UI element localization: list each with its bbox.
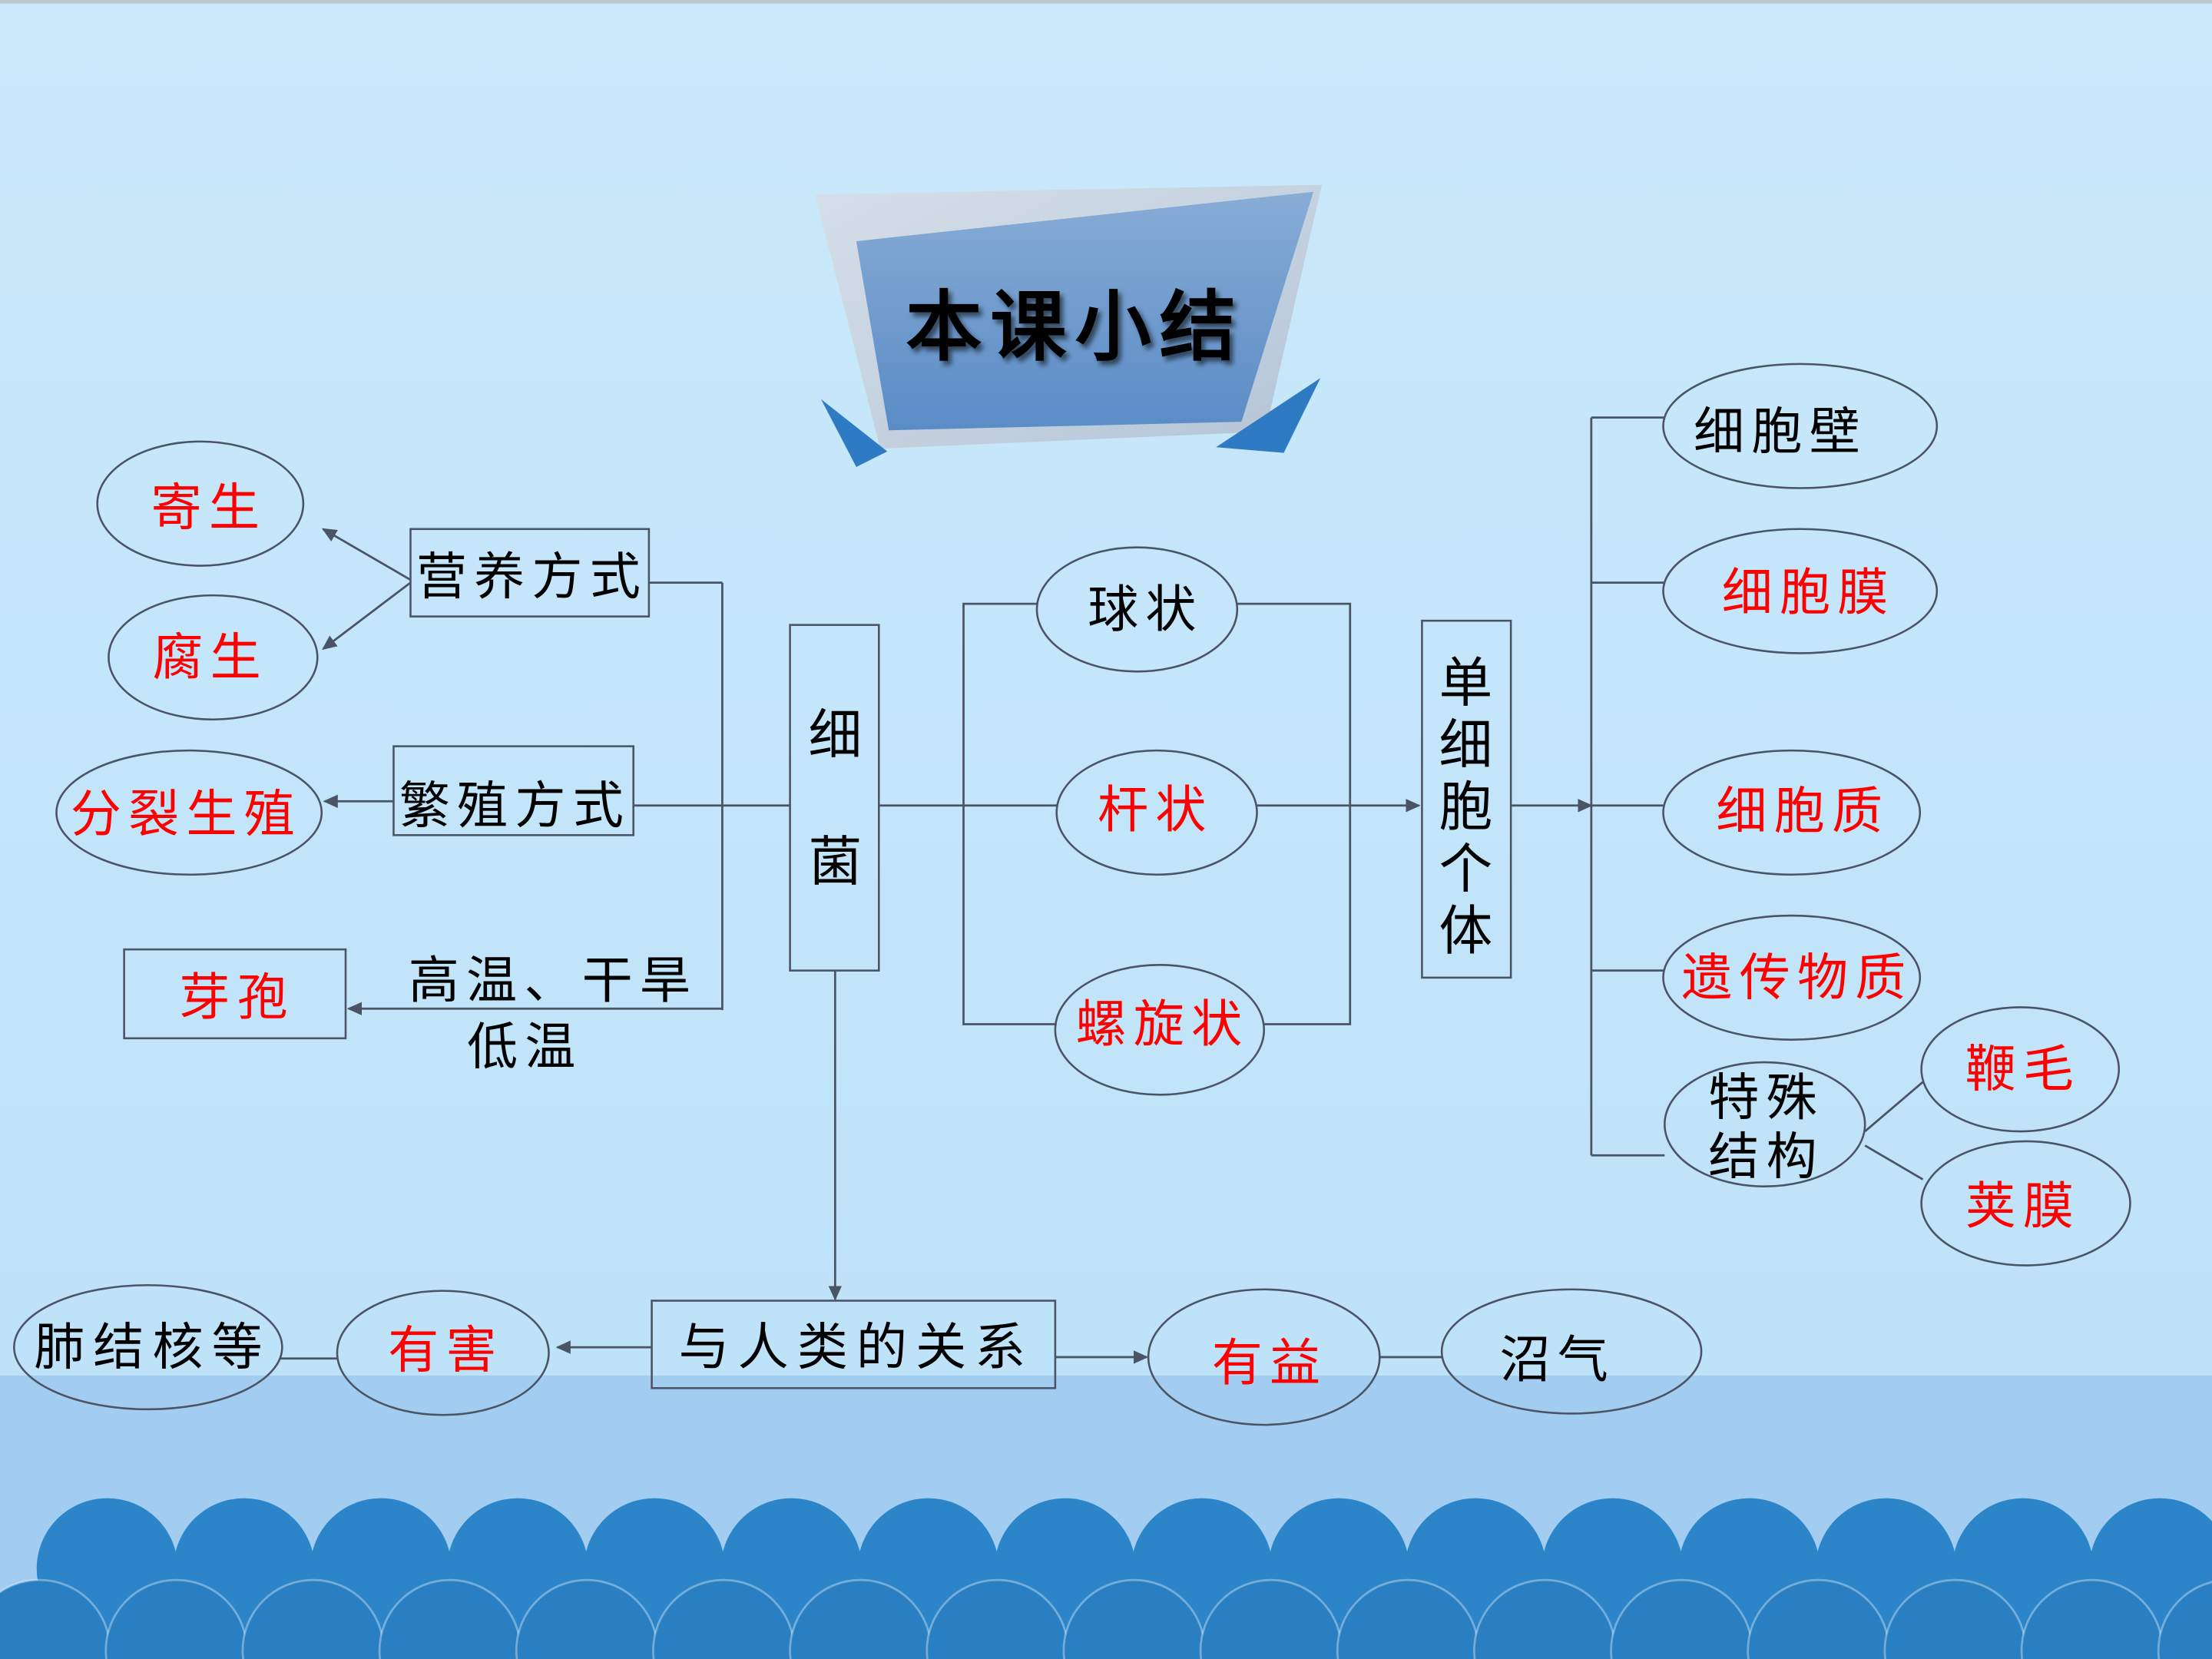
wave-row-bottom (0, 1578, 2212, 1659)
banner-corner-left (820, 399, 888, 467)
node-labels: 营养方式 寄生 腐生 繁殖方式 分裂生殖 高温、干旱 低温 芽孢 细菌 球状 杆… (34, 402, 2081, 1392)
genetic-material-ellipse (1662, 914, 1922, 1041)
cell-membrane-ellipse (1662, 528, 1939, 654)
reproduction-label: 繁殖方式 (399, 776, 631, 835)
spore-label: 芽孢 (179, 968, 295, 1027)
node-outlines (13, 363, 2131, 1426)
banner-front-shine (856, 191, 1313, 431)
slide-title: 本课小结 (906, 283, 1244, 372)
fission-label: 分裂生殖 (71, 784, 302, 843)
harmful-label: 有害 (388, 1320, 504, 1379)
arrow-nutrition-to-parasitic (321, 528, 412, 581)
flagellum-label: 鞭毛 (1965, 1040, 2081, 1099)
cell-wall-label: 细胞壁 (1694, 402, 1867, 462)
human-relation-label: 与人类的关系 (679, 1318, 1035, 1377)
bacteria-label: 细菌 (808, 704, 862, 892)
individual-box (1421, 619, 1512, 979)
cell-membrane-label: 细胞膜 (1722, 563, 1896, 622)
beneficial-example-label: 沼气 (1499, 1330, 1615, 1389)
bracket-shapes-right (1237, 602, 1352, 1025)
title-banner: 本课小结 (815, 184, 1323, 467)
beneficial-ellipse (1147, 1288, 1381, 1426)
connector-lines (280, 416, 1924, 1364)
harmful-example-ellipse (13, 1283, 283, 1411)
spirillum-ellipse (1054, 964, 1265, 1096)
individual-label: 单细胞个体 (1439, 651, 1492, 962)
bracket-shapes-left (962, 602, 1057, 1025)
spore-condition-line-1: 高温、干旱 (409, 951, 697, 1010)
nutrition-label: 营养方式 (416, 548, 647, 607)
vertical-label-char: 单 (1439, 651, 1492, 714)
capsule-ellipse (1920, 1140, 2131, 1267)
saprophytic-label: 腐生 (152, 628, 268, 687)
cytoplasm-ellipse (1662, 749, 1922, 876)
wave-circle (2157, 1581, 2212, 1659)
spore-condition-line-2: 低温 (467, 1017, 583, 1076)
coccus-label: 球状 (1088, 580, 1204, 639)
human-relation-box (651, 1300, 1057, 1389)
cell-wall-ellipse (1662, 363, 1939, 489)
spirillum-label: 螺旋状 (1076, 995, 1250, 1054)
genetic-material-label: 遗传物质 (1681, 948, 1912, 1007)
banner-corner-right (1216, 378, 1321, 453)
beneficial-label: 有益 (1212, 1333, 1328, 1392)
harmful-ellipse (336, 1290, 550, 1416)
vertical-label-char: 个 (1439, 838, 1492, 900)
vertical-label-char: 细 (808, 704, 862, 766)
coccus-ellipse (1035, 546, 1239, 673)
vertical-label-char: 胞 (1439, 776, 1492, 838)
special-structure-label-line-1: 特殊 (1708, 1068, 1824, 1127)
connector-special-to-capsule (1864, 1144, 1924, 1181)
saprophytic-ellipse (108, 594, 319, 721)
top-border-line (0, 0, 2212, 4)
bacillus-ellipse (1055, 749, 1258, 876)
cytoplasm-label: 细胞质 (1716, 782, 1889, 841)
beneficial-example-ellipse (1440, 1288, 1703, 1415)
special-structure-ellipse (1664, 1061, 1866, 1187)
harmful-example-label: 肺结核等 (34, 1318, 271, 1377)
arrow-nutrition-to-saprophytic (322, 581, 412, 651)
vertical-label-char: 细 (1439, 714, 1492, 776)
reproduction-box (392, 745, 634, 836)
parasitic-ellipse (96, 440, 305, 567)
connector-special-to-flagellum (1864, 1081, 1924, 1133)
nutrition-box (409, 528, 651, 618)
flagellum-ellipse (1920, 1006, 2121, 1133)
vertical-label-char: 体 (1439, 900, 1492, 962)
fission-ellipse (55, 749, 323, 876)
special-structure-label-line-2: 结构 (1708, 1128, 1824, 1187)
spore-box (123, 948, 347, 1040)
capsule-label: 荚膜 (1965, 1177, 2081, 1236)
vertical-label-char: 菌 (808, 831, 862, 893)
bacillus-label: 杆状 (1098, 780, 1214, 839)
parasitic-label: 寄生 (151, 478, 267, 538)
bacteria-box (789, 624, 880, 972)
